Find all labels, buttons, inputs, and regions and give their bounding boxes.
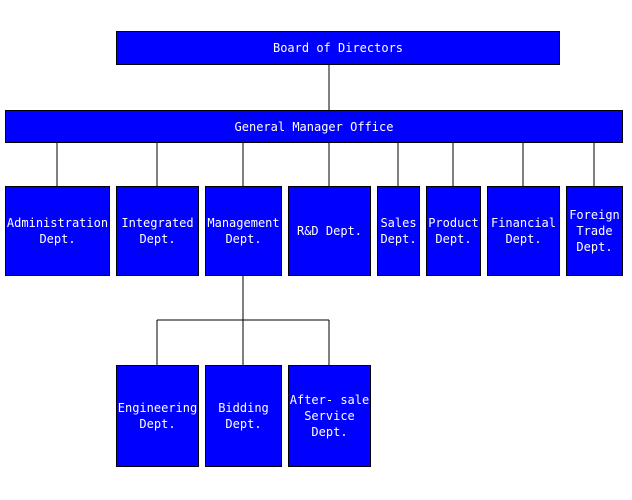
general-manager-office-box: General Manager Office [5,110,623,143]
rd-dept-box: R&D Dept. [288,186,371,276]
engineering-dept-label: Engineering Dept. [117,401,198,431]
management-dept-label: Management Dept. [207,216,280,246]
board-of-directors-box: Board of Directors [116,31,560,65]
product-dept-label: Product Dept. [428,216,479,246]
general-manager-office-label: General Manager Office [234,119,394,134]
engineering-dept-box: Engineering Dept. [116,365,199,467]
foreign-trade-dept-label: Foreign Trade Dept. [569,208,620,254]
management-dept-box: Management Dept. [205,186,282,276]
sales-dept-label: Sales Dept. [380,216,417,246]
administration-dept-label: Administration Dept. [6,216,109,246]
after-sale-service-dept-label: After- sale Service Dept. [289,393,370,439]
bidding-dept-box: Bidding Dept. [205,365,282,467]
after-sale-service-dept-box: After- sale Service Dept. [288,365,371,467]
foreign-trade-dept-box: Foreign Trade Dept. [566,186,623,276]
rd-dept-label: R&D Dept. [296,224,363,238]
administration-dept-box: Administration Dept. [5,186,110,276]
bidding-dept-label: Bidding Dept. [218,401,269,431]
integrated-dept-box: Integrated Dept. [116,186,199,276]
financial-dept-label: Financial Dept. [490,216,557,246]
financial-dept-box: Financial Dept. [487,186,560,276]
board-of-directors-label: Board of Directors [272,41,404,55]
product-dept-box: Product Dept. [426,186,481,276]
integrated-dept-label: Integrated Dept. [121,216,194,246]
sales-dept-box: Sales Dept. [377,186,420,276]
